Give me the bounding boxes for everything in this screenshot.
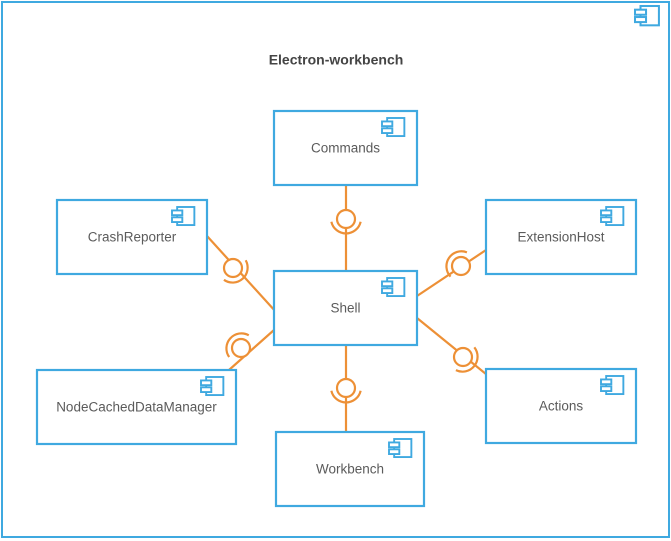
component-icon bbox=[200, 376, 225, 397]
component-actions[interactable]: Actions bbox=[484, 367, 638, 445]
component-label: ExtensionHost bbox=[517, 230, 604, 245]
component-icon bbox=[171, 206, 196, 227]
component-shell[interactable]: Shell bbox=[272, 269, 419, 347]
provided-interface-ball bbox=[452, 346, 474, 368]
component-extensionhost[interactable]: ExtensionHost bbox=[484, 198, 638, 276]
page-title: Electron-workbench bbox=[269, 52, 404, 68]
component-nodecacheddatamanager[interactable]: NodeCachedDataManager bbox=[35, 368, 238, 446]
assembly-connector-shell-actions[interactable] bbox=[416, 317, 498, 384]
connector-line bbox=[206, 235, 277, 313]
assembly-connector-commands-shell[interactable] bbox=[330, 185, 362, 271]
component-icon bbox=[600, 375, 625, 396]
component-commands[interactable]: Commands bbox=[272, 109, 419, 187]
component-icon bbox=[600, 206, 625, 227]
assembly-connector-nodecacheddatamanager-shell[interactable] bbox=[219, 329, 275, 379]
component-icon bbox=[388, 438, 413, 459]
provided-interface-ball bbox=[335, 377, 357, 399]
component-label: Commands bbox=[311, 141, 380, 156]
component-label: Workbench bbox=[316, 462, 384, 477]
assembly-connector-shell-workbench[interactable] bbox=[330, 345, 362, 432]
provided-interface-ball bbox=[230, 337, 252, 359]
assembly-connector-shell-extensionhost[interactable] bbox=[416, 249, 487, 297]
component-workbench[interactable]: Workbench bbox=[274, 430, 426, 508]
connectors-layer bbox=[206, 185, 498, 432]
component-label: Actions bbox=[539, 399, 584, 414]
connector-line bbox=[416, 249, 487, 297]
provided-interface-ball bbox=[222, 257, 244, 279]
component-icon bbox=[381, 117, 406, 138]
required-interface-socket bbox=[445, 250, 468, 278]
component-icon bbox=[633, 4, 660, 27]
required-interface-socket bbox=[330, 390, 362, 404]
component-label: Shell bbox=[330, 301, 360, 316]
component-label: CrashReporter bbox=[88, 230, 177, 245]
component-crashreporter[interactable]: CrashReporter bbox=[55, 198, 209, 276]
required-interface-socket bbox=[455, 346, 479, 373]
provided-interface-ball bbox=[335, 208, 357, 230]
component-icon bbox=[381, 277, 406, 298]
required-interface-socket bbox=[330, 221, 362, 235]
provided-interface-ball bbox=[450, 255, 472, 277]
required-interface-socket bbox=[223, 259, 249, 284]
assembly-connector-crashreporter-shell[interactable] bbox=[206, 235, 277, 313]
component-label: NodeCachedDataManager bbox=[56, 400, 217, 415]
required-interface-socket bbox=[225, 332, 250, 358]
